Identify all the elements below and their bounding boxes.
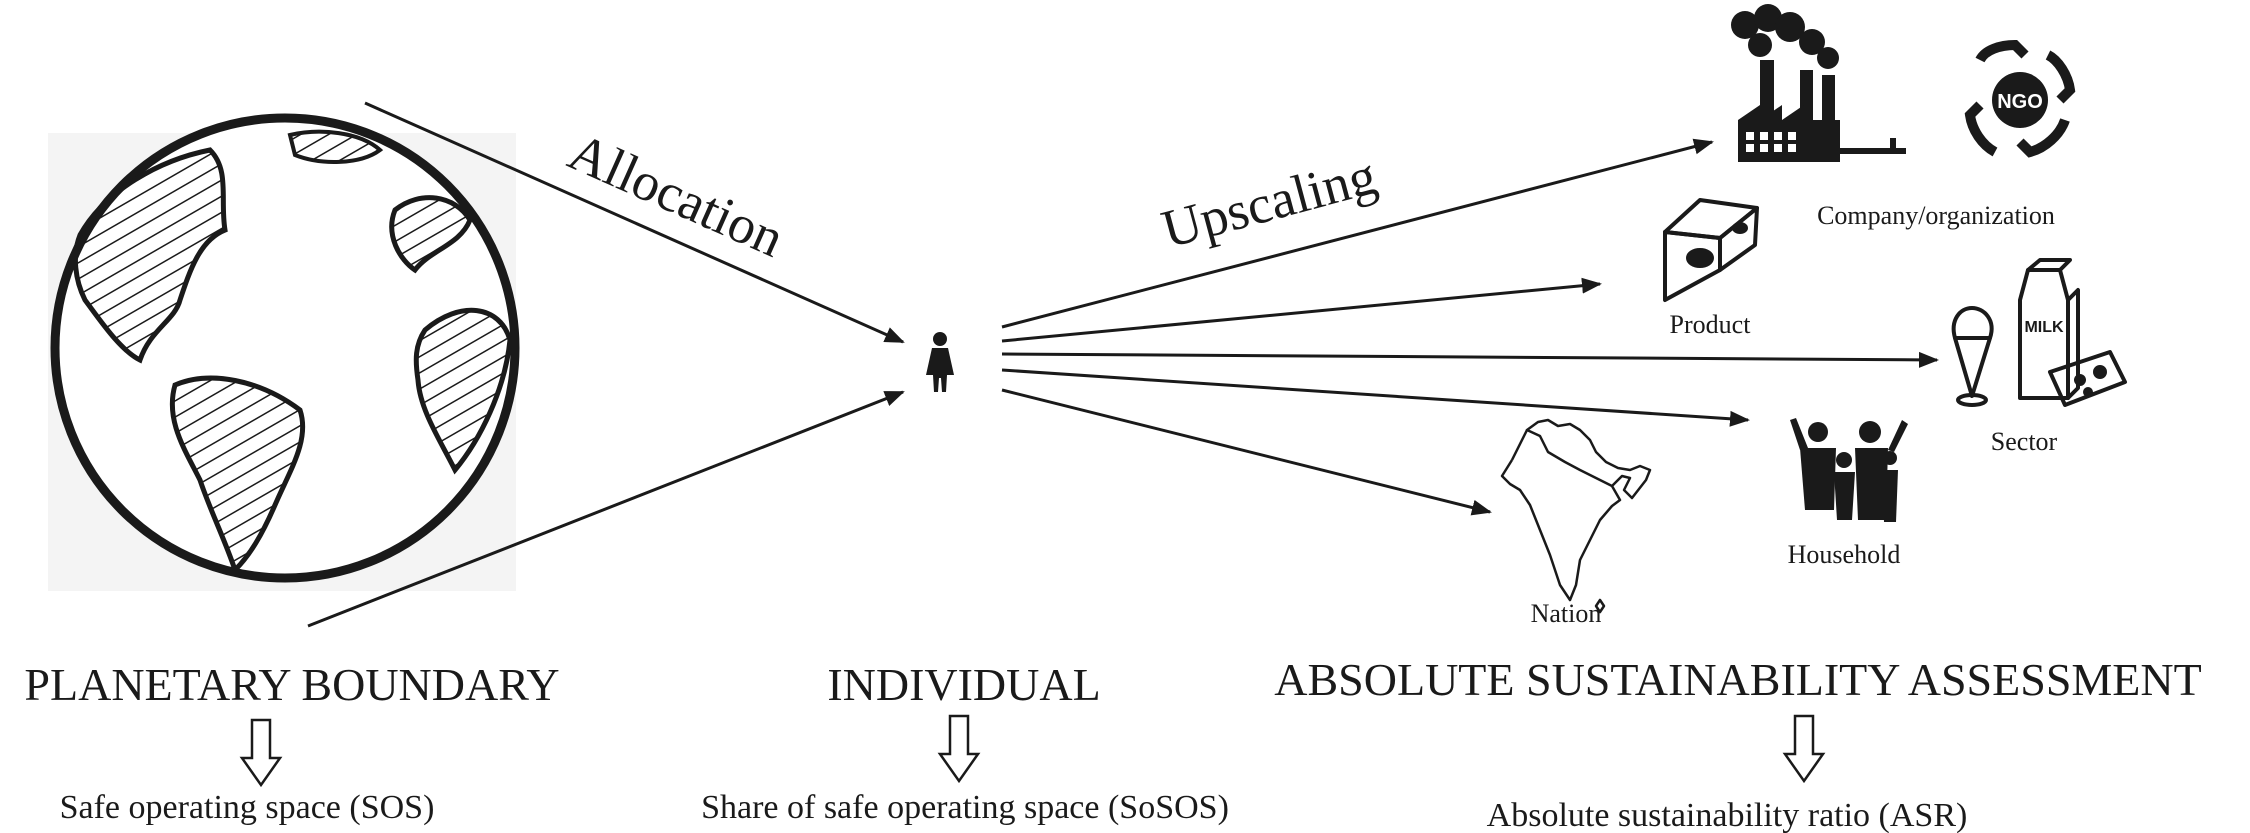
globe-icon	[48, 113, 520, 591]
factory-icon	[1731, 4, 1906, 162]
nation-label: Nation	[1531, 599, 1602, 628]
india-map-icon	[1500, 418, 1652, 614]
dairy-icon	[1951, 258, 2127, 407]
planetary-boundary-heading: PLANETARY BOUNDARY	[24, 659, 559, 710]
down-arrow-icon	[937, 714, 981, 784]
asr-result: Absolute sustainability ratio (ASR)	[1487, 797, 1968, 833]
sos-result: Safe operating space (SOS)	[60, 789, 435, 826]
individual-heading: INDIVIDUAL	[827, 659, 1100, 710]
upscaling-label: Upscaling	[1156, 145, 1383, 260]
milk-text: MILK	[2024, 319, 2064, 336]
ngo-icon: NGO	[1964, 39, 2076, 158]
arrow-to-sector	[1001, 351, 1939, 368]
down-arrow-icon	[239, 718, 283, 788]
down-arrow-icon	[1782, 714, 1826, 784]
family-icon	[1790, 418, 1908, 522]
person-icon	[926, 332, 954, 392]
arrow-to-household	[1001, 368, 1750, 427]
ngo-badge-text: NGO	[1997, 91, 2043, 113]
arrow-to-product	[1001, 277, 1602, 343]
arrow-to-nation	[1001, 388, 1492, 516]
household-label: Household	[1788, 540, 1901, 569]
allocation-arrow-top	[364, 101, 905, 344]
sosos-result: Share of safe operating space (SoSOS)	[701, 789, 1229, 826]
assessment-heading: ABSOLUTE SUSTAINABILITY ASSESSMENT	[1274, 654, 2201, 705]
sector-label: Sector	[1991, 427, 2058, 456]
cheese-icon	[1663, 198, 1759, 302]
allocation-arrow-bottom	[307, 390, 905, 628]
allocation-label: Allocation	[560, 121, 793, 269]
product-label: Product	[1670, 310, 1752, 339]
company-label: Company/organization	[1817, 201, 2055, 230]
arrow-to-company	[1001, 138, 1714, 329]
